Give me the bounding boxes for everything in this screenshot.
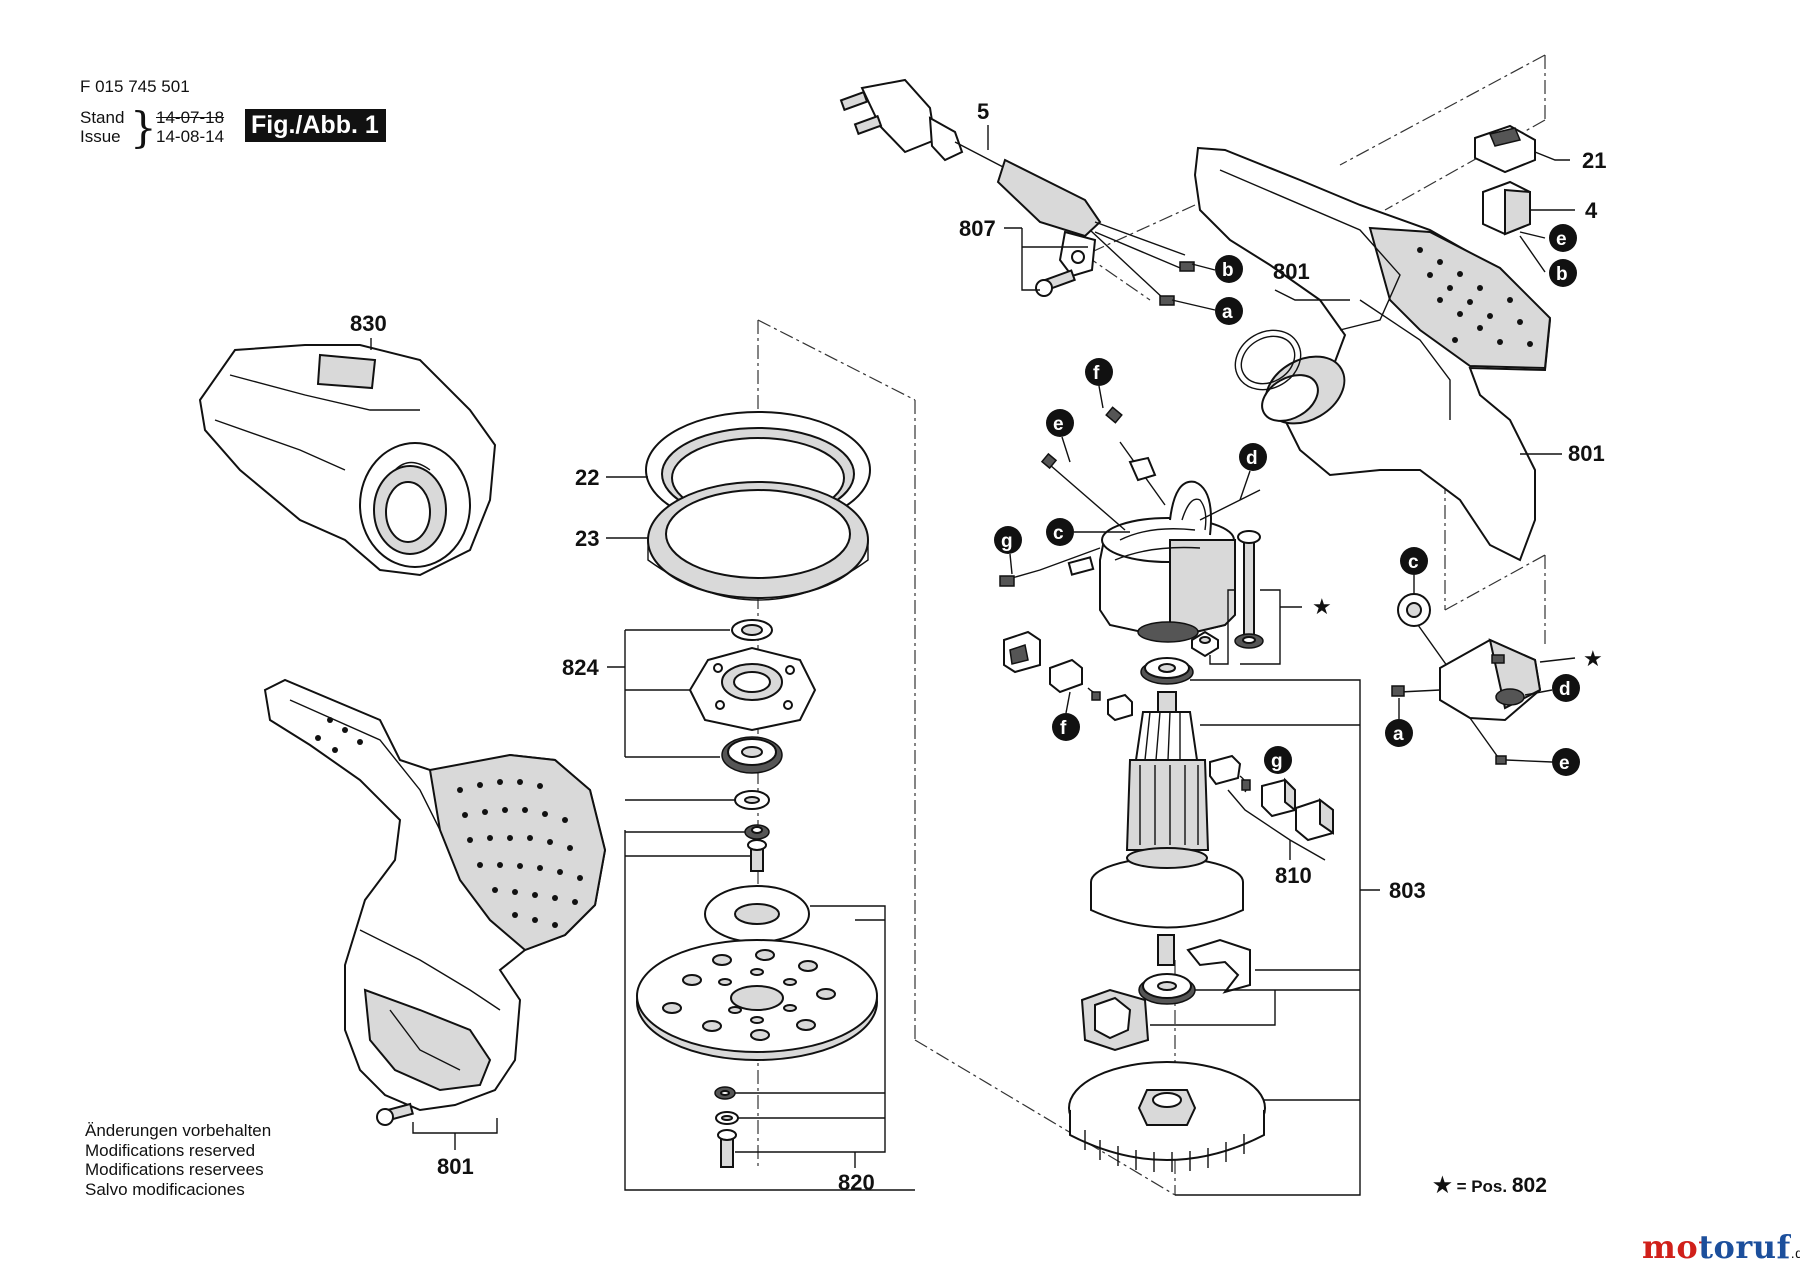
label-824: 824	[562, 655, 599, 680]
label-801-right: 801	[1568, 441, 1605, 466]
letter-b-cord: b	[1222, 260, 1234, 281]
letter-f-brush: f	[1060, 718, 1067, 739]
letter-g-coil: g	[1001, 531, 1013, 552]
disclaimer: Änderungen vorbehalten Modifications res…	[85, 1121, 271, 1199]
disclaimer-line-de: Änderungen vorbehalten	[85, 1121, 272, 1140]
stand-date: 14-07-18	[156, 108, 225, 127]
figure-label: Fig./Abb. 1	[245, 109, 386, 142]
letter-d-module: d	[1559, 679, 1571, 700]
letter-d-coil: d	[1246, 448, 1258, 469]
disclaimer-line-en: Modifications reserved	[85, 1140, 256, 1160]
label-4: 4	[1585, 198, 1598, 223]
legend-pos: ★ = Pos. 802	[1433, 1173, 1547, 1198]
fan	[1068, 1061, 1266, 1172]
letter-f-coil: f	[1093, 363, 1100, 384]
letter-c-module: c	[1408, 552, 1419, 573]
label-5: 5	[977, 99, 989, 124]
letter-a-cord: a	[1222, 302, 1233, 323]
letter-c-coil: c	[1053, 523, 1064, 544]
label-801-bottom: 801	[437, 1154, 474, 1179]
brand-suffix: .de	[1790, 1245, 1800, 1261]
disclaimer-line-es: Salvo modificaciones	[85, 1179, 245, 1199]
label-801-top: 801	[1273, 259, 1310, 284]
pad-group-820	[636, 790, 878, 1168]
legend-equals: = Pos.	[1456, 1177, 1508, 1196]
issue-date: 14-08-14	[156, 127, 225, 146]
label-22: 22	[575, 465, 599, 490]
legend-position: 802	[1511, 1174, 1547, 1197]
dust-box-830	[198, 344, 497, 577]
legend-star: ★	[1433, 1174, 1452, 1197]
label-807: 807	[959, 216, 996, 241]
issue-label: Issue	[80, 127, 121, 146]
ring-23	[647, 481, 869, 601]
brace-glyph: }	[130, 103, 157, 152]
armature-803	[1080, 657, 1251, 1052]
letter-b-cord-circle	[1215, 255, 1243, 283]
label-810: 810	[1275, 863, 1312, 888]
stator-screw	[1191, 530, 1264, 658]
switch-4	[1482, 180, 1575, 236]
label-830: 830	[350, 311, 387, 336]
power-cord-5	[839, 78, 1195, 306]
brand-name: motoruf	[1642, 1228, 1791, 1266]
doc-number: F 015 745 501	[80, 77, 190, 96]
disclaimer-line-fr: Modifications reservees	[85, 1160, 264, 1179]
letter-g-brush: g	[1271, 751, 1283, 772]
electronics-module	[1391, 593, 1542, 765]
field-coil	[999, 406, 1261, 643]
motoruf-watermark: motoruf.de	[1642, 1228, 1800, 1266]
letter-b-switch: b	[1556, 264, 1568, 285]
letter-e-switch: e	[1556, 229, 1567, 250]
brushes-810	[1209, 754, 1334, 842]
label-803: 803	[1389, 878, 1426, 903]
stand-label: Stand	[80, 108, 125, 127]
switch-21	[1474, 124, 1570, 174]
letter-a-module: a	[1393, 724, 1404, 745]
letter-e-coil: e	[1053, 414, 1064, 435]
brush-holders-f	[1003, 630, 1133, 722]
housing-half-801	[1193, 146, 1552, 562]
star-stator: ★	[1312, 594, 1332, 619]
label-820: 820	[838, 1170, 875, 1195]
bearing-group-824	[688, 619, 817, 774]
star-module: ★	[1583, 646, 1603, 671]
label-21: 21	[1582, 148, 1606, 173]
letter-e-module: e	[1559, 753, 1570, 774]
label-23: 23	[575, 526, 599, 551]
housing-801-bottom	[263, 678, 607, 1126]
